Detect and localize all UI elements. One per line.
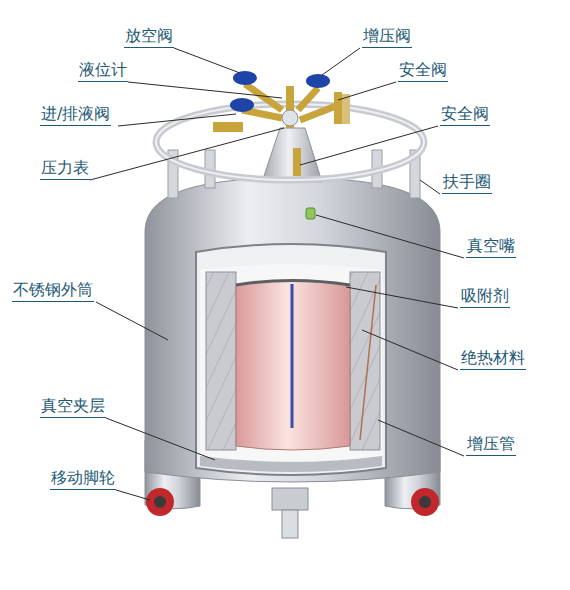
- part-label: 不锈钢外筒: [12, 280, 94, 302]
- part-label: 吸附剂: [460, 286, 510, 308]
- part-label: 真空嘴: [466, 236, 516, 258]
- part-label: 进/排液阀: [40, 104, 111, 126]
- part-label: 增压阀: [362, 26, 412, 48]
- part-label: 安全阀: [440, 104, 490, 126]
- part-label: 放空阀: [124, 26, 174, 48]
- part-label: 真空夹层: [40, 396, 106, 418]
- part-label: 扶手圈: [442, 172, 492, 194]
- part-label: 增压管: [466, 434, 516, 456]
- part-label: 绝热材料: [460, 348, 526, 370]
- part-label: 安全阀: [398, 60, 448, 82]
- part-label: 压力表: [40, 158, 90, 180]
- part-label: 移动脚轮: [50, 468, 116, 490]
- part-label: 液位计: [78, 60, 128, 82]
